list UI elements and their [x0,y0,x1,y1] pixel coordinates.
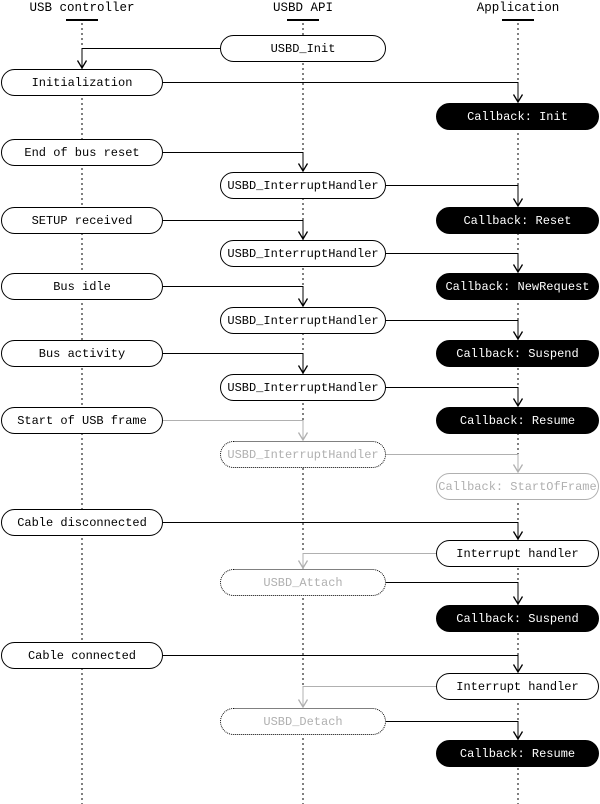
node-callback-suspend: Callback: Suspend [436,605,599,632]
edge-usbd-init-to-initialization [76,48,220,70]
node-usbd-interrupthandler: USBD_InterruptHandler [220,307,386,334]
lifeline-head-bar-usb-controller [66,19,98,21]
node-usbd-init: USBD_Init [220,35,386,62]
edge-interrupt-handler-to-usbd-attach [297,553,436,570]
node-bus-idle: Bus idle [1,273,163,300]
node-initialization: Initialization [1,69,163,96]
edge-interrupthandler-to-callback-suspend [386,320,524,341]
node-callback-suspend: Callback: Suspend [436,340,599,367]
edge-bus-reset-to-interrupthandler [163,152,309,173]
node-callback-resume: Callback: Resume [436,407,599,434]
node-usbd-detach: USBD_Detach [220,708,386,735]
node-interrupt-handler: Interrupt handler [436,540,599,567]
edge-initialization-to-callback-init [163,82,524,104]
node-usbd-interrupthandler: USBD_InterruptHandler [220,240,386,267]
lifeline-head-bar-usbd-api [287,19,319,21]
edge-usbd-attach-to-callback-suspend [386,582,524,606]
edge-interrupt-handler-to-usbd-detach [297,686,436,709]
edge-bus-idle-to-interrupthandler [163,286,309,308]
node-cable-disconnected: Cable disconnected [1,509,163,536]
node-usbd-interrupthandler-inactive: USBD_InterruptHandler [220,441,386,468]
lifeline-head-bar-application [502,19,534,21]
node-callback-startofframe: Callback: StartOfFrame [436,473,599,500]
edge-start-of-frame-to-interrupthandler [163,420,309,442]
column-header-application: Application [476,1,560,15]
node-usbd-attach: USBD_Attach [220,569,386,596]
node-callback-newrequest: Callback: NewRequest [436,273,599,300]
node-end-of-bus-reset: End of bus reset [1,139,163,166]
edge-setup-to-interrupthandler [163,220,309,241]
node-setup-received: SETUP received [1,207,163,234]
edge-usbd-detach-to-callback-resume [386,721,524,741]
edge-bus-activity-to-interrupthandler [163,353,309,375]
edge-cable-connected-to-interrupt-handler [163,655,524,674]
node-callback-reset: Callback: Reset [436,207,599,234]
node-start-of-usb-frame: Start of USB frame [1,407,163,434]
node-interrupt-handler: Interrupt handler [436,673,599,700]
edge-interrupthandler-to-callback-reset [386,185,524,208]
node-callback-resume: Callback: Resume [436,740,599,767]
edge-interrupthandler-to-callback-resume [386,387,524,408]
node-bus-activity: Bus activity [1,340,163,367]
column-header-usb-controller: USB controller [29,1,135,15]
edge-cable-disconnected-to-interrupt-handler [163,522,524,541]
node-usbd-interrupthandler: USBD_InterruptHandler [220,172,386,199]
edge-interrupthandler-to-callback-newrequest [386,253,524,274]
edge-interrupthandler-to-callback-startofframe [386,454,524,474]
node-callback-init: Callback: Init [436,103,599,130]
node-usbd-interrupthandler: USBD_InterruptHandler [220,374,386,401]
node-cable-connected: Cable connected [1,642,163,669]
column-header-usbd-api: USBD API [272,1,334,15]
